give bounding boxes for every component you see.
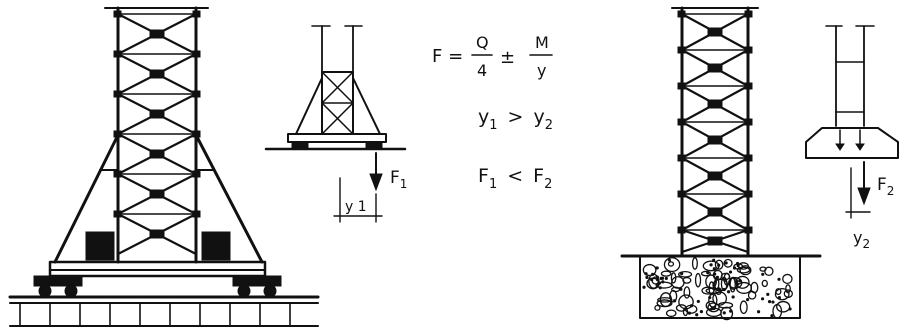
lattice-node xyxy=(707,99,723,109)
lattice-node xyxy=(707,171,723,181)
concrete-foundation xyxy=(639,255,801,319)
lattice-node xyxy=(149,29,165,39)
mast-lattice xyxy=(677,10,753,254)
mast-lattice xyxy=(113,10,201,256)
lattice-node xyxy=(707,63,723,73)
formula-pm: ± xyxy=(500,47,515,68)
left-stay xyxy=(53,133,120,264)
label-f2: F2 xyxy=(877,175,894,198)
concrete-aggregate xyxy=(642,257,793,321)
mast-on-rail-base xyxy=(8,6,320,327)
label-y2: y2 xyxy=(853,228,870,251)
formula-lhs: F = xyxy=(432,46,463,67)
lattice-node xyxy=(707,207,723,217)
formula-y: y xyxy=(537,61,546,80)
lattice-node xyxy=(149,149,165,159)
lattice-node xyxy=(149,189,165,199)
counterweight-right xyxy=(201,231,231,261)
right-stay xyxy=(194,133,264,264)
mast-on-foundation xyxy=(620,6,822,321)
lattice-node xyxy=(149,109,165,119)
formula-block: F = Q 4 ± M y y1>y2 F1<F2 xyxy=(432,33,553,192)
formula-4: 4 xyxy=(477,61,487,80)
footing xyxy=(805,127,899,159)
formula-q: Q xyxy=(476,33,489,52)
counterweight-left xyxy=(85,231,115,261)
bogie-left xyxy=(33,275,83,287)
lattice-node xyxy=(707,135,723,145)
label-y1: y 1 xyxy=(345,199,367,215)
formula-m: M xyxy=(535,33,549,52)
relation-y: y1>y2 xyxy=(478,106,553,133)
footing-detail: F2 y2 xyxy=(805,25,899,251)
relation-f: F1<F2 xyxy=(478,165,552,192)
lattice-node xyxy=(149,69,165,79)
lattice-node xyxy=(707,27,723,37)
bogie-right xyxy=(232,275,282,287)
lattice-node xyxy=(149,229,165,239)
small-base-detail: F1 y 1 xyxy=(264,25,407,223)
label-f1: F1 xyxy=(390,168,407,191)
rail-sleepers xyxy=(19,302,291,327)
lattice-node xyxy=(707,236,723,246)
